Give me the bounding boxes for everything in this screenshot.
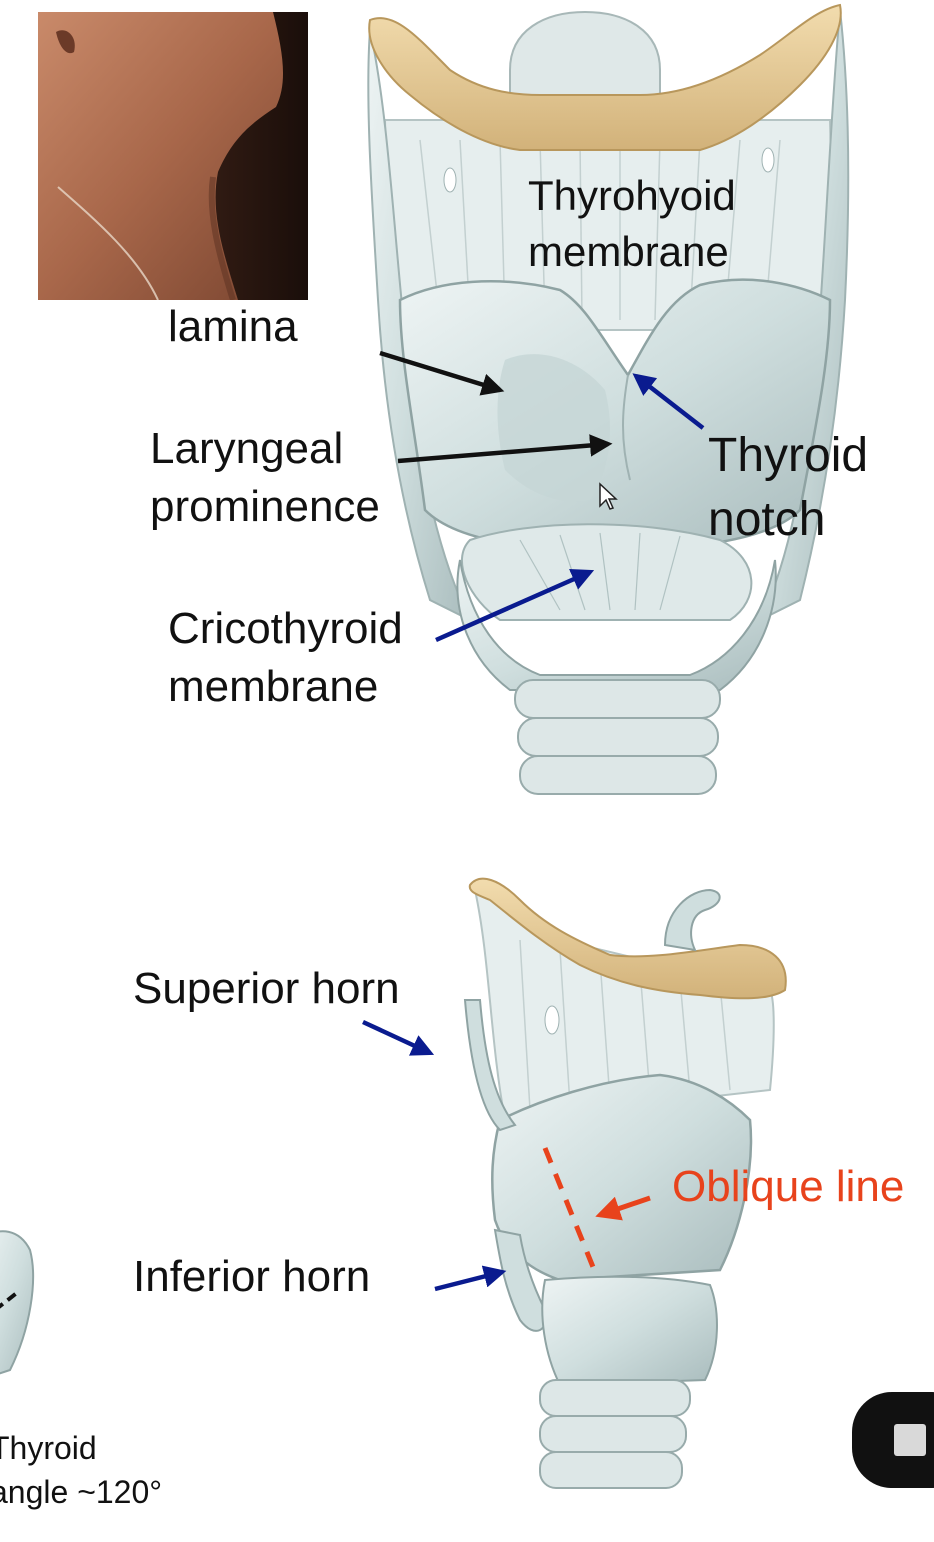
- label-thyroid-angle: Thyroid angle ~120°: [0, 1430, 163, 1510]
- label-thyroid-notch: Thyroid notch: [708, 429, 869, 546]
- stop-button[interactable]: [852, 1392, 934, 1488]
- superior-horn-arrow: [362, 1019, 435, 1056]
- cricothyroid-membrane-arrow: [435, 568, 595, 643]
- neck-photo-graphic: [38, 12, 308, 300]
- thyroid-angle-fragment: [0, 1230, 35, 1375]
- label-lamina: lamina: [168, 302, 298, 351]
- larynx-anterior-view: [367, 3, 850, 795]
- lamina-arrow: [379, 350, 505, 396]
- neck-photo: [38, 12, 308, 300]
- stop-icon[interactable]: [894, 1424, 926, 1456]
- oblique-line-dash: [542, 1147, 598, 1273]
- inferior-horn-arrow: [434, 1265, 507, 1292]
- label-laryngeal-prominence: Laryngeal prominence: [150, 424, 380, 531]
- label-oblique-line: Oblique line: [672, 1162, 905, 1211]
- label-cricothyroid-membrane: Cricothyroid membrane: [168, 604, 403, 711]
- thyroid-notch-arrow: [632, 373, 705, 430]
- label-superior-horn: Superior horn: [133, 964, 400, 1013]
- label-thyrohyoid-membrane: Thyrohyoid membrane: [528, 172, 736, 275]
- oblique-line-arrow: [595, 1195, 651, 1221]
- laryngeal-prominence-arrow: [397, 434, 613, 464]
- larynx-lateral-view: [463, 877, 787, 1489]
- label-inferior-horn: Inferior horn: [133, 1252, 371, 1301]
